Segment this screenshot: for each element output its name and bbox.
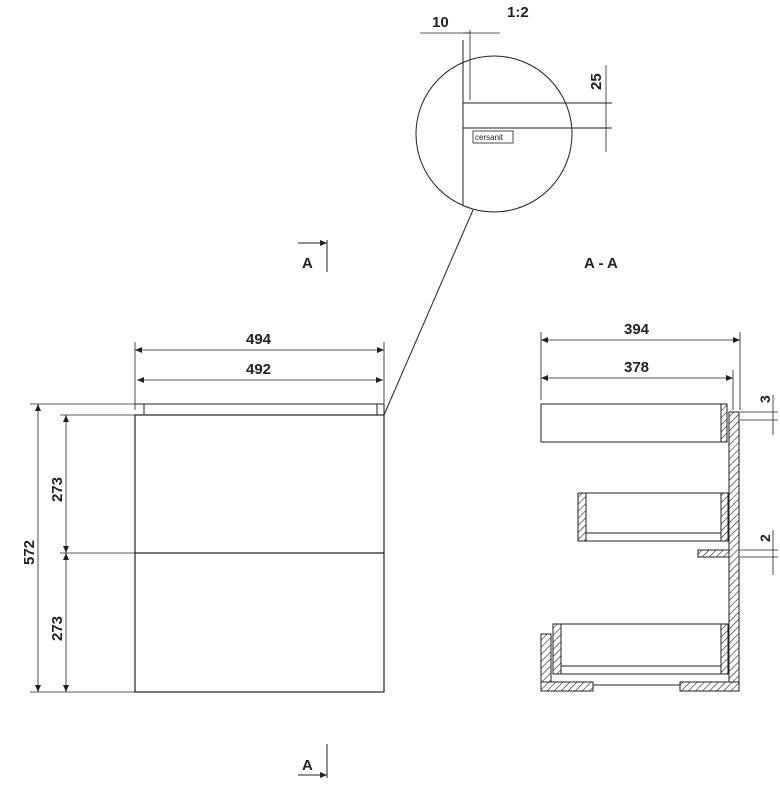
front-drawer-lower-height: 273	[49, 616, 66, 641]
detail-dim-height: 25	[588, 73, 605, 90]
brand-badge	[472, 130, 514, 144]
detail-dim-offset: 10	[432, 14, 449, 31]
section-marker-bottom-label: A	[302, 757, 313, 774]
detail-leader-line	[383, 209, 474, 416]
front-width-inner: 492	[246, 361, 271, 378]
section-marker-top: A	[298, 240, 328, 272]
section-gap-middle: 2	[757, 534, 773, 542]
front-drawer-upper-height: 273	[49, 477, 66, 502]
front-countertop	[143, 403, 378, 416]
detail-scale: 1:2	[507, 4, 529, 21]
section-upper-drawer-front	[577, 492, 587, 542]
section-countertop	[540, 403, 728, 443]
detail-circle	[415, 55, 573, 213]
section-middle-rail	[697, 549, 730, 558]
detail-view: 10 1:2 25 cersanit	[383, 4, 612, 416]
front-width-outer: 494	[246, 331, 272, 348]
section-view: 394 378 3	[540, 321, 778, 692]
section-back-panel[interactable]	[728, 411, 740, 691]
section-marker-top-label: A	[302, 255, 313, 272]
section-title: A - A	[584, 255, 618, 272]
section-depth-inner: 378	[624, 359, 649, 376]
section-base-plinth-right	[679, 681, 740, 692]
section-upper-drawer-back	[720, 492, 729, 542]
brand-label: cersanit	[475, 133, 504, 142]
section-base-plinth-left	[540, 681, 594, 692]
front-total-height: 572	[21, 540, 38, 565]
front-view: 494 492 572 273 273	[21, 331, 385, 693]
section-marker-bottom: A	[298, 744, 328, 778]
section-lower-drawer-back	[720, 623, 729, 675]
section-gap-top: 3	[757, 395, 773, 403]
section-depth-outer: 394	[624, 321, 650, 338]
section-lower-drawer-front	[552, 623, 562, 675]
